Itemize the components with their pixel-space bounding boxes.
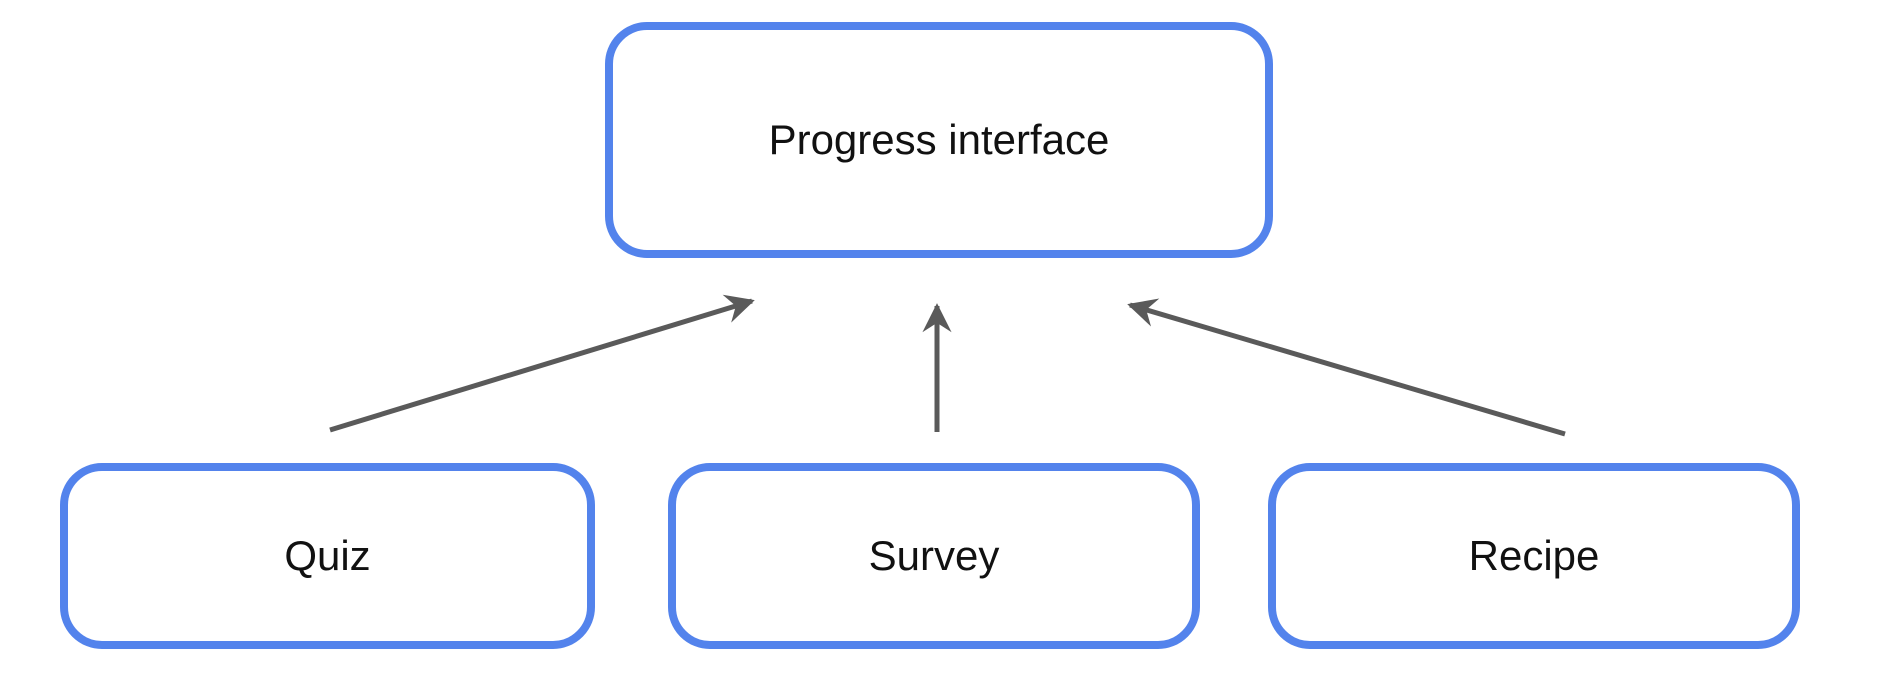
node-survey-label: Survey bbox=[868, 532, 1000, 579]
arrow-quiz-to-progress bbox=[329, 294, 755, 433]
node-recipe-label: Recipe bbox=[1468, 532, 1600, 579]
node-progress-interface-label: Progress interface bbox=[768, 116, 1110, 163]
node-survey: Survey bbox=[668, 463, 1200, 649]
node-recipe: Recipe bbox=[1268, 463, 1800, 649]
node-progress-interface: Progress interface bbox=[605, 22, 1273, 258]
node-quiz: Quiz bbox=[60, 463, 595, 649]
arrow-recipe-to-progress bbox=[1127, 298, 1566, 437]
node-quiz-label: Quiz bbox=[284, 532, 371, 579]
